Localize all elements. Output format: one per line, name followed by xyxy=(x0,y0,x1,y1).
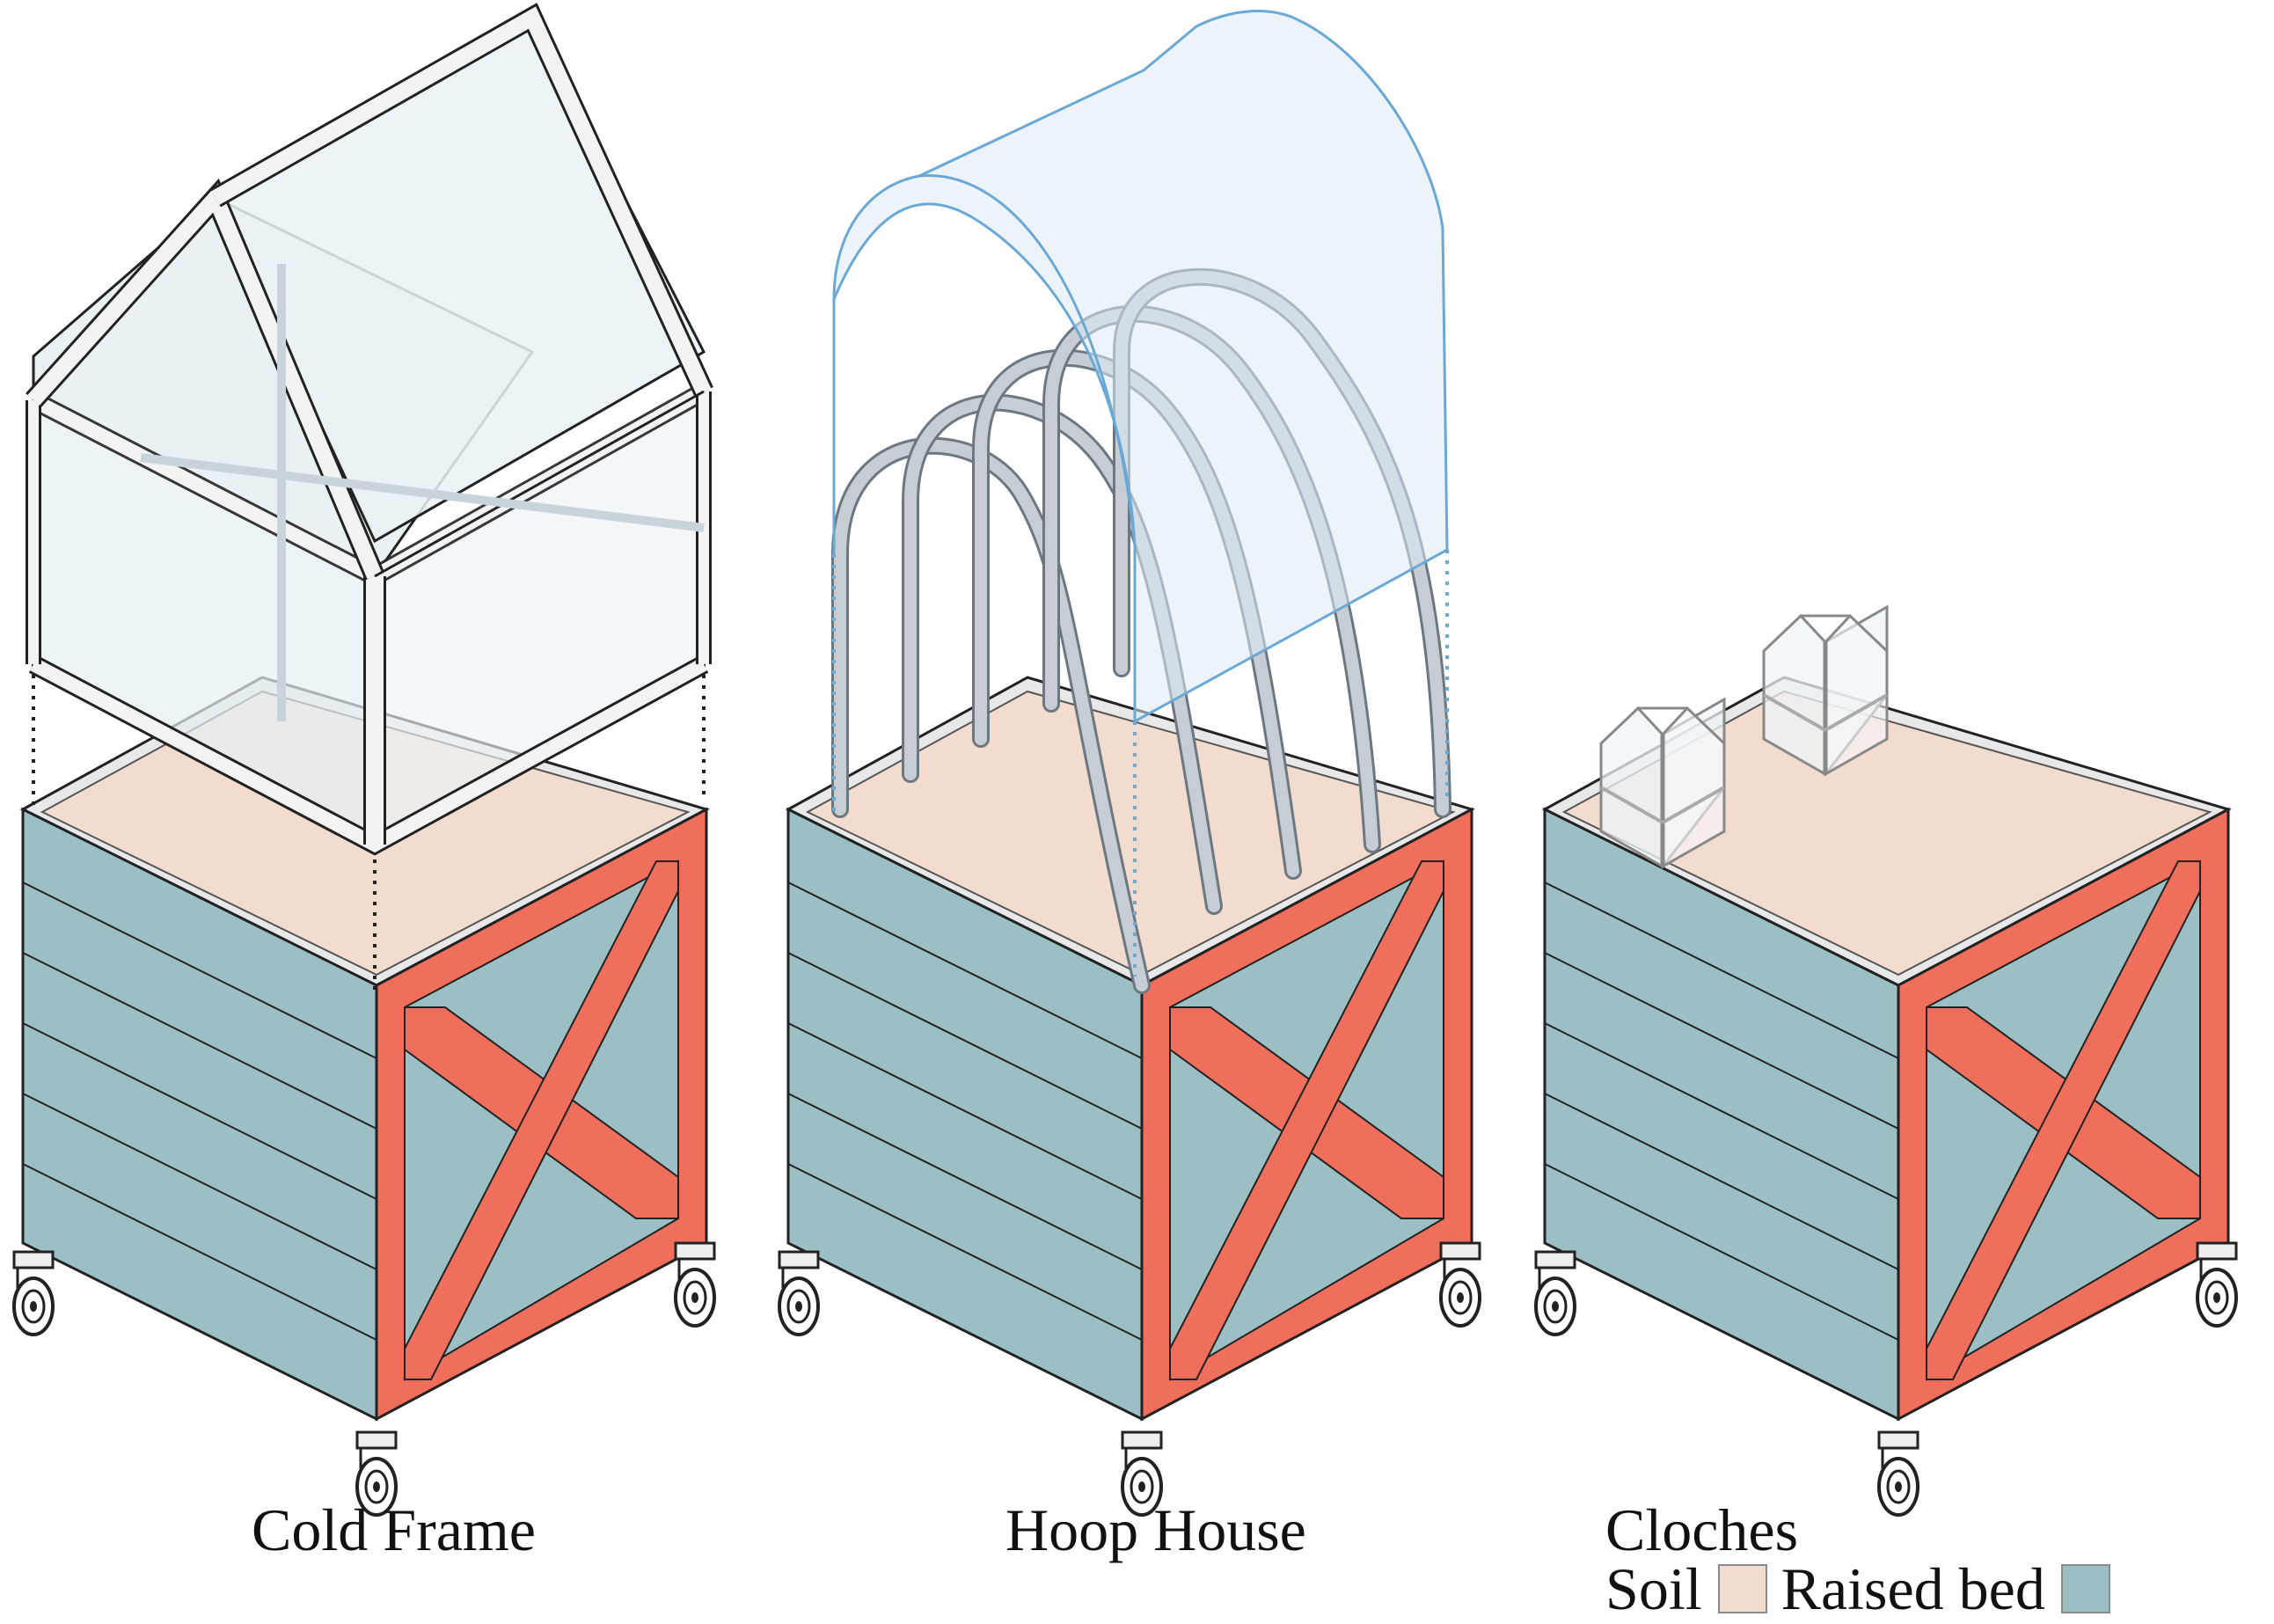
legend-raised-bed-swatch xyxy=(2060,1564,2110,1613)
caption-hoop-house: Hoop House xyxy=(1005,1496,1306,1563)
legend-soil-label: Soil xyxy=(1605,1555,1702,1622)
caption-cold-frame: Cold Frame xyxy=(252,1496,536,1563)
hoop-house-unit xyxy=(779,10,1480,1515)
legend-soil-swatch xyxy=(1717,1564,1767,1613)
hoop-cover xyxy=(832,10,1449,724)
cloches-unit xyxy=(1536,607,2236,1515)
cold-frame-unit xyxy=(14,3,714,1515)
greenhouse-icon xyxy=(26,3,713,856)
legend-raised-bed-label: Raised bed xyxy=(1780,1555,2045,1622)
caption-cloches: Cloches xyxy=(1605,1496,1799,1563)
legend: Soil Raised bed xyxy=(1605,1559,2124,1619)
